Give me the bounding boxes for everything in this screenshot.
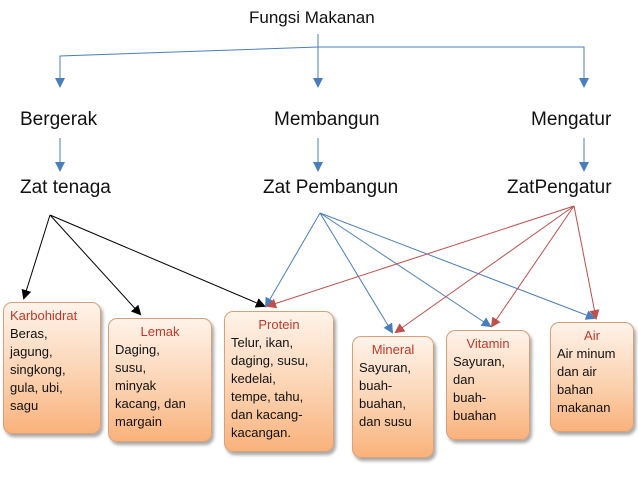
substance-label-zat-pembangun: Zat Pembangun — [263, 177, 399, 198]
box-line: makanan — [557, 400, 611, 415]
box-line: daging, susu, — [231, 353, 309, 368]
arrow-pembangun-to-air — [319, 212, 596, 320]
box-line: buahan — [453, 408, 497, 423]
box-line: susu, — [115, 360, 147, 375]
box-line: Air minum — [557, 346, 616, 361]
box-vitamin: Vitamin Sayuran, dan buah- buahan — [446, 330, 530, 440]
box-line: dan kacang- — [231, 407, 303, 422]
diagram-title: Fungsi Makanan — [249, 8, 375, 27]
arrow-pembangun-to-mineral — [319, 212, 394, 334]
function-label-bergerak: Bergerak — [20, 109, 98, 130]
box-line: Sayuran, — [453, 354, 506, 369]
box-line: Beras, — [10, 326, 48, 341]
arrow-tenaga-to-lemak — [49, 214, 142, 316]
box-title-mineral: Mineral — [371, 342, 415, 357]
arrow-pembangun-to-protein — [264, 212, 321, 308]
box-line: gula, ubi, — [10, 380, 63, 395]
box-karbohidrat: Karbohidrat Beras, jagung, singkong, gul… — [3, 302, 101, 434]
arrow-pengatur-to-vitamin — [490, 205, 575, 328]
box-line: bahan — [557, 382, 594, 397]
box-line: kacang, dan — [115, 396, 186, 411]
box-title-lemak: Lemak — [140, 324, 180, 339]
arrow-pengatur-to-protein — [266, 205, 575, 309]
box-line: buah- — [453, 390, 487, 405]
box-line: dan — [453, 372, 475, 387]
arrow-tenaga-to-karbohidrat — [21, 214, 51, 300]
box-line: jagung, — [10, 344, 53, 359]
arrow-to-mengatur — [318, 46, 589, 88]
arrow-tenaga-to-protein — [49, 214, 266, 308]
box-title-vitamin: Vitamin — [466, 336, 510, 351]
box-line: dan susu — [359, 414, 412, 429]
box-line: kacangan. — [231, 425, 291, 440]
box-line: buah- — [359, 378, 393, 393]
substance-label-zat-tenaga: Zat tenaga — [20, 177, 111, 198]
box-title-protein: Protein — [258, 317, 300, 332]
box-title-karbohidrat: Karbohidrat — [10, 308, 78, 323]
box-mineral: Mineral Sayuran, buah- buahan, dan susu — [352, 336, 434, 458]
box-line: margain — [115, 414, 162, 429]
box-line: Telur, ikan, — [231, 335, 294, 350]
box-line: singkong, — [10, 362, 66, 377]
function-label-mengatur: Mengatur — [531, 109, 612, 130]
arrow-pengatur-to-mineral — [394, 205, 575, 334]
box-line: sagu — [10, 398, 39, 413]
box-protein: Protein Telur, ikan, daging, susu, kedel… — [224, 311, 334, 452]
box-line: tempe, tahu, — [231, 389, 304, 404]
function-label-membangun: Membangun — [274, 109, 380, 130]
box-line: Daging, — [115, 342, 160, 357]
box-line: Sayuran, — [359, 360, 412, 375]
box-line: minyak — [115, 378, 157, 393]
arrow-pengatur-to-air — [573, 205, 600, 320]
substance-label-zat-pengatur: ZatPengatur — [507, 177, 612, 198]
box-line: kedelai, — [231, 371, 276, 386]
box-title-air: Air — [584, 328, 600, 343]
arrow-to-bergerak — [55, 46, 319, 88]
box-lemak: Lemak Daging, susu, minyak kacang, dan m… — [108, 318, 212, 442]
box-line: dan air — [557, 364, 597, 379]
box-air: Air Air minum dan air bahan makanan — [550, 322, 634, 432]
box-line: buahan, — [359, 396, 406, 411]
arrow-pembangun-to-vitamin — [319, 212, 492, 328]
